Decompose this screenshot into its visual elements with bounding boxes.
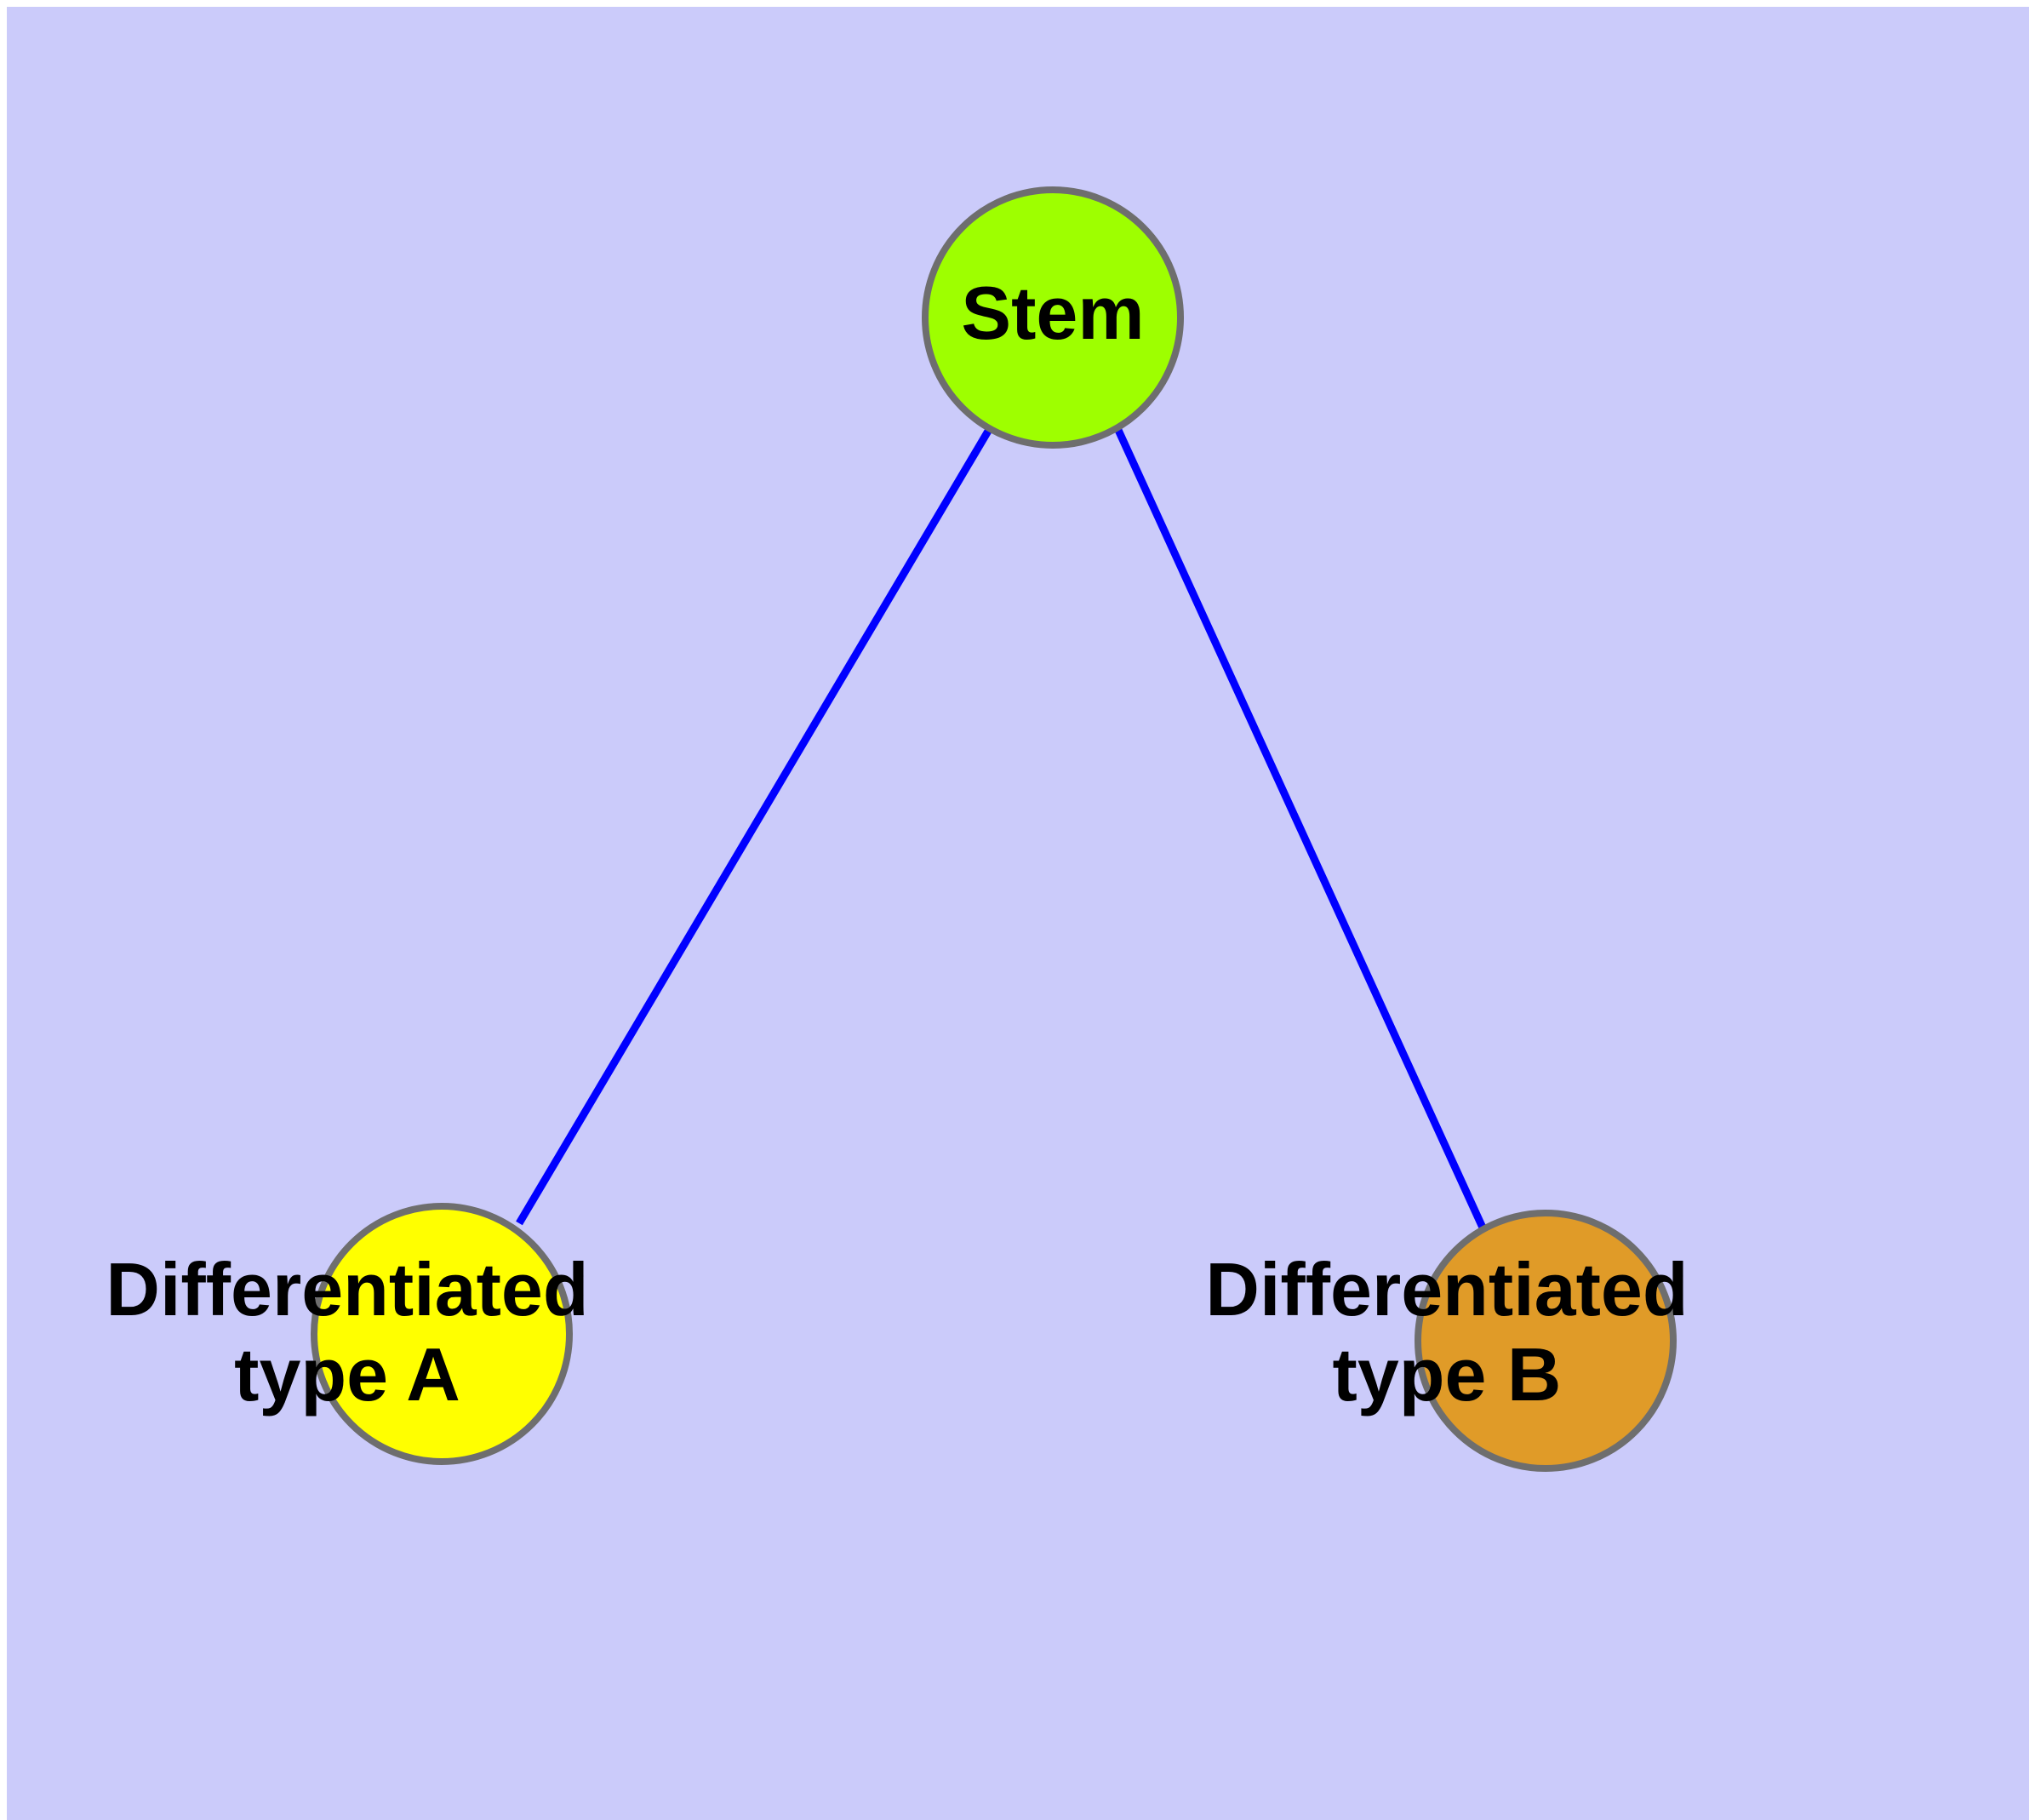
node-label-differentiated-type-a-line2: type A [234,1332,460,1417]
node-stem[interactable] [922,186,1184,449]
node-label-differentiated-type-b-line1: Differentiated [1205,1247,1688,1331]
label-layer: Stem Differentiated type A Differentiate… [106,271,1688,1417]
edge-stem-to-differentiated-type-a[interactable] [516,426,993,1226]
node-label-differentiated-type-a-line1: Differentiated [106,1247,588,1331]
node-label-stem: Stem [961,271,1144,355]
edge-layer [516,426,1487,1229]
node-label-differentiated-type-b-line2: type B [1333,1332,1562,1417]
edge-stem-to-differentiated-type-b[interactable] [1113,426,1487,1229]
node-differentiated-type-a[interactable] [311,1203,573,1465]
node-layer [311,186,1677,1472]
node-differentiated-type-b[interactable] [1415,1210,1677,1472]
